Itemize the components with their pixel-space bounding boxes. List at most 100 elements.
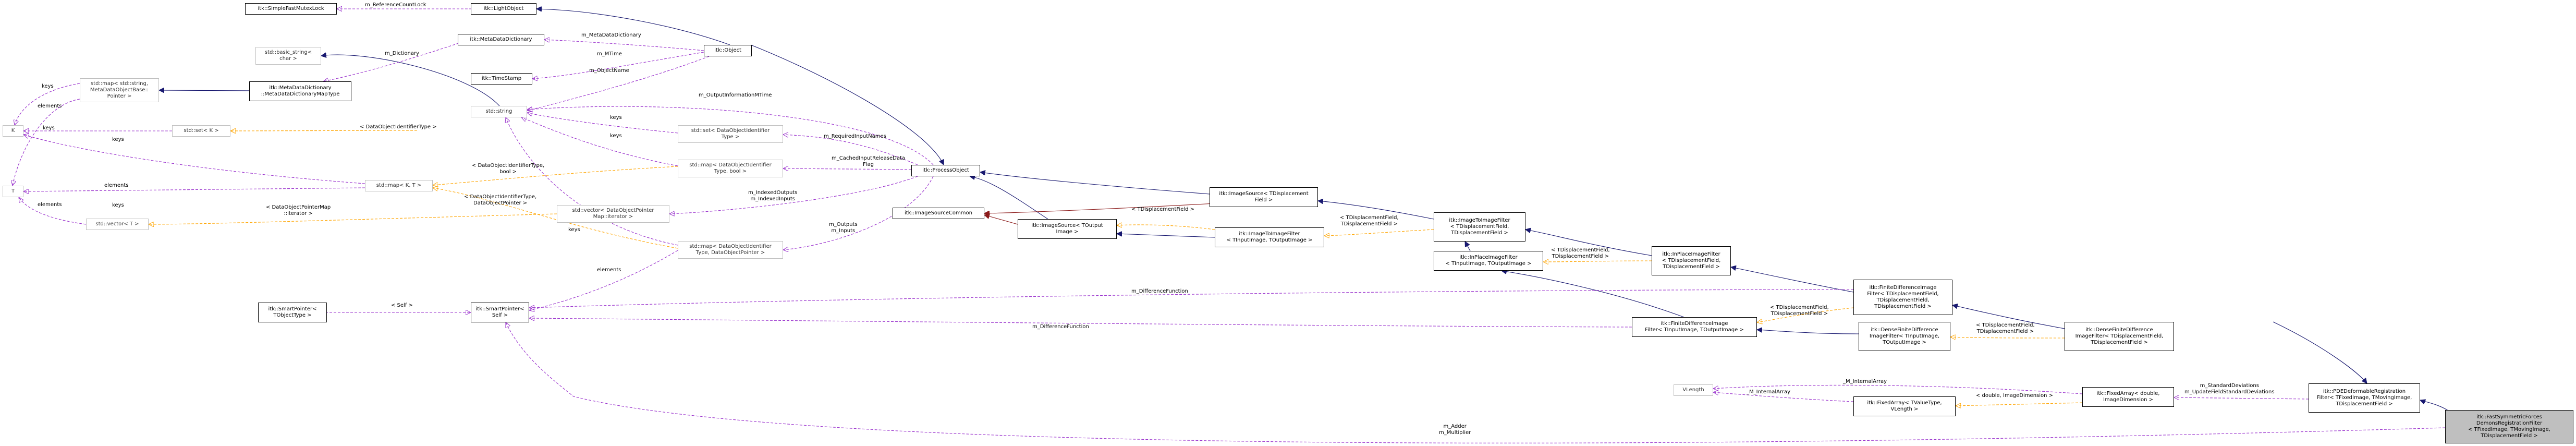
label-tdf-2: < TDisplacementField, TDisplacementField… xyxy=(1340,215,1399,227)
label-required-input-names: m_RequiredInputNames xyxy=(824,134,886,139)
edge-mapKT-elements xyxy=(23,187,365,191)
edge-pde-dfd xyxy=(2273,321,2367,383)
node-image-to-image-disp[interactable]: itk::ImageToImageFilter < TDisplacementF… xyxy=(1434,212,1525,242)
label-diff-function-1: m_DifferenceFunction xyxy=(1131,288,1188,294)
node-image-to-image-in-out[interactable]: itk::ImageToImageFilter < TInputImage, T… xyxy=(1215,227,1324,247)
edge-vectorT-elements xyxy=(19,197,87,225)
node-dense-fd-in-out[interactable]: itk::DenseFiniteDifference ImageFilter< … xyxy=(1859,322,1950,351)
edge-setK-template xyxy=(230,130,418,131)
node-focus-fast-symmetric-forces[interactable]: itk::FastSymmetricForces DemonsRegistrat… xyxy=(2445,410,2573,443)
edge-internal-array-2 xyxy=(1713,392,1854,402)
node-smart-pointer-tobject[interactable]: itk::SmartPointer< TObjectType > xyxy=(258,303,327,322)
edge-setdot-keys xyxy=(527,113,678,134)
node-light-object[interactable]: itk::LightObject xyxy=(471,3,536,15)
node-pde-registration[interactable]: itk::PDEDeformableRegistration Filter< T… xyxy=(2309,383,2420,413)
label-keys-3: keys xyxy=(112,137,124,142)
edge-mapKT-keys xyxy=(23,135,365,184)
node-set-dot[interactable]: std::set< DataObjectIdentifier Type > xyxy=(678,125,783,143)
node-map-dot-dop[interactable]: std::map< DataObjectIdentifier Type, Dat… xyxy=(678,241,783,259)
node-T[interactable]: T xyxy=(3,186,23,197)
label-m-object-name: m_ObjectName xyxy=(589,68,629,74)
node-fixed-array[interactable]: itk::FixedArray< TValueType, VLength > xyxy=(1853,396,1956,416)
node-image-source-disp[interactable]: itk::ImageSource< TDisplacement Field > xyxy=(1210,187,1318,207)
edge-outputs xyxy=(783,176,934,250)
node-finite-diff-disp[interactable]: itk::FiniteDifferenceImage Filter< TDisp… xyxy=(1853,280,1952,315)
node-process-object[interactable]: itk::ProcessObject xyxy=(911,165,980,176)
edge-isout-common xyxy=(984,215,1018,225)
edge-isdisp-process xyxy=(980,172,1210,195)
label-output-info-mtime: m_OutputInformationMTime xyxy=(699,92,772,98)
edge-map-elements xyxy=(13,99,80,186)
label-keys-5: keys xyxy=(610,115,622,120)
node-map-K-T[interactable]: std::map< K, T > xyxy=(365,180,433,191)
node-time-stamp[interactable]: itk::TimeStamp xyxy=(471,73,532,85)
edge-ipio-itii xyxy=(1465,242,1471,251)
edge-internal-array-1 xyxy=(1713,384,2083,394)
edge-object-mdd xyxy=(544,40,704,51)
label-dop-map-iter: < DataObjectPointerMap ::iterator > xyxy=(266,204,331,216)
label-dot-bool: < DataObjectIdentifierType, bool > xyxy=(472,163,545,175)
node-object[interactable]: itk::Object xyxy=(704,45,752,56)
node-dense-fd-disp[interactable]: itk::DenseFiniteDifference ImageFilter< … xyxy=(2065,322,2174,351)
node-image-source-common[interactable]: itk::ImageSourceCommon xyxy=(893,208,984,219)
node-image-source-output[interactable]: itk::ImageSource< TOutput Image > xyxy=(1018,219,1117,239)
node-basic-string[interactable]: std::basic_string< char > xyxy=(255,47,321,65)
edge-itii-tdf xyxy=(1324,229,1434,236)
label-ref-count-lock: m_ReferenceCountLock xyxy=(365,2,426,8)
label-m-mtime: m_MTime xyxy=(597,51,622,57)
edge-required-names xyxy=(783,135,918,165)
label-elements-3: elements xyxy=(38,202,62,208)
node-smart-pointer-self[interactable]: itk::SmartPointer< Self > xyxy=(471,303,529,322)
label-keys-7: keys xyxy=(568,227,580,233)
node-inplace-disp[interactable]: itk::InPlaceImageFilter < TDisplacementF… xyxy=(1652,246,1731,275)
label-elements-2: elements xyxy=(104,183,129,188)
label-keys-4: keys xyxy=(112,202,124,208)
label-std-deviations: m_StandardDeviations m_UpdateFieldStanda… xyxy=(2184,383,2275,395)
node-fixed-array-double[interactable]: itk::FixedArray< double, ImageDimension … xyxy=(2082,387,2174,407)
edge-dotbool-keys xyxy=(521,117,678,166)
label-internal-array-2: _M_InternalArray xyxy=(1747,389,1791,395)
edge-process-object xyxy=(750,44,944,165)
label-self: < Self > xyxy=(391,303,413,308)
label-tdf-3: < TDisplacementField, TDisplacementField… xyxy=(1551,247,1610,259)
edge-fixed-array-template xyxy=(1956,402,2083,406)
edge-dfd-fdd xyxy=(1952,305,2065,329)
edge-string-object xyxy=(527,56,710,111)
label-diff-function-2: m_DifferenceFunction xyxy=(1032,324,1089,330)
node-K[interactable]: K xyxy=(3,125,23,137)
node-std-string[interactable]: std::string xyxy=(471,106,527,117)
edge-dot-bool-template xyxy=(433,166,678,185)
node-map-meta-data[interactable]: std::map< std::string, MetaDataObjectBas… xyxy=(80,78,159,102)
label-elements-1: elements xyxy=(38,103,62,109)
node-finite-diff-in-out[interactable]: itk::FiniteDifferenceImage Filter< TInpu… xyxy=(1632,317,1757,337)
edge-dictionary xyxy=(323,39,471,81)
label-indexed-outputs: m_IndexedOutputs m_IndexedInputs xyxy=(748,190,798,202)
edge-diff-function-2 xyxy=(529,318,1632,328)
label-keys-6: keys xyxy=(610,133,622,139)
label-internal-array-1: _M_InternalArray xyxy=(1843,379,1887,384)
label-tdf-5: < TDisplacementField, TDisplacementField… xyxy=(1976,322,2035,334)
label-m-dictionary: m_Dictionary xyxy=(385,51,420,56)
edge-fdio-ipio xyxy=(1501,271,1684,318)
edge-ipid-itid xyxy=(1525,230,1652,256)
edge-adder-multiplier xyxy=(506,322,2446,443)
node-mdd-map-type[interactable]: itk::MetaDataDictionary ::MetaDataDictio… xyxy=(249,81,351,101)
edge-isdisp-common xyxy=(984,203,1215,213)
node-inplace-in-out[interactable]: itk::InPlaceImageFilter < TInputImage, T… xyxy=(1434,251,1543,271)
edge-dop-iter-template xyxy=(149,213,557,224)
node-vector-dop-iter[interactable]: std::vector< DataObjectPointer Map::iter… xyxy=(557,205,669,223)
node-simple-fast-mutex-lock[interactable]: itk::SimpleFastMutexLock xyxy=(245,3,337,15)
node-meta-data-dictionary[interactable]: itk::MetaDataDictionary xyxy=(458,34,544,45)
node-vlength[interactable]: VLength xyxy=(1674,384,1713,396)
node-set-K[interactable]: std::set< K > xyxy=(172,125,230,137)
node-vector-T[interactable]: std::vector< T > xyxy=(86,219,149,230)
label-tdf-4: < TDisplacementField, TDisplacementField… xyxy=(1770,305,1829,317)
edge-output-info-mtime xyxy=(527,106,934,165)
edge-diff-function-1 xyxy=(529,289,1854,308)
label-keys-1: keys xyxy=(42,83,54,89)
node-map-dot-bool[interactable]: std::map< DataObjectIdentifier Type, boo… xyxy=(678,160,783,177)
label-keys-2: keys xyxy=(43,125,55,131)
edge-ipio-tdf xyxy=(1543,261,1652,262)
